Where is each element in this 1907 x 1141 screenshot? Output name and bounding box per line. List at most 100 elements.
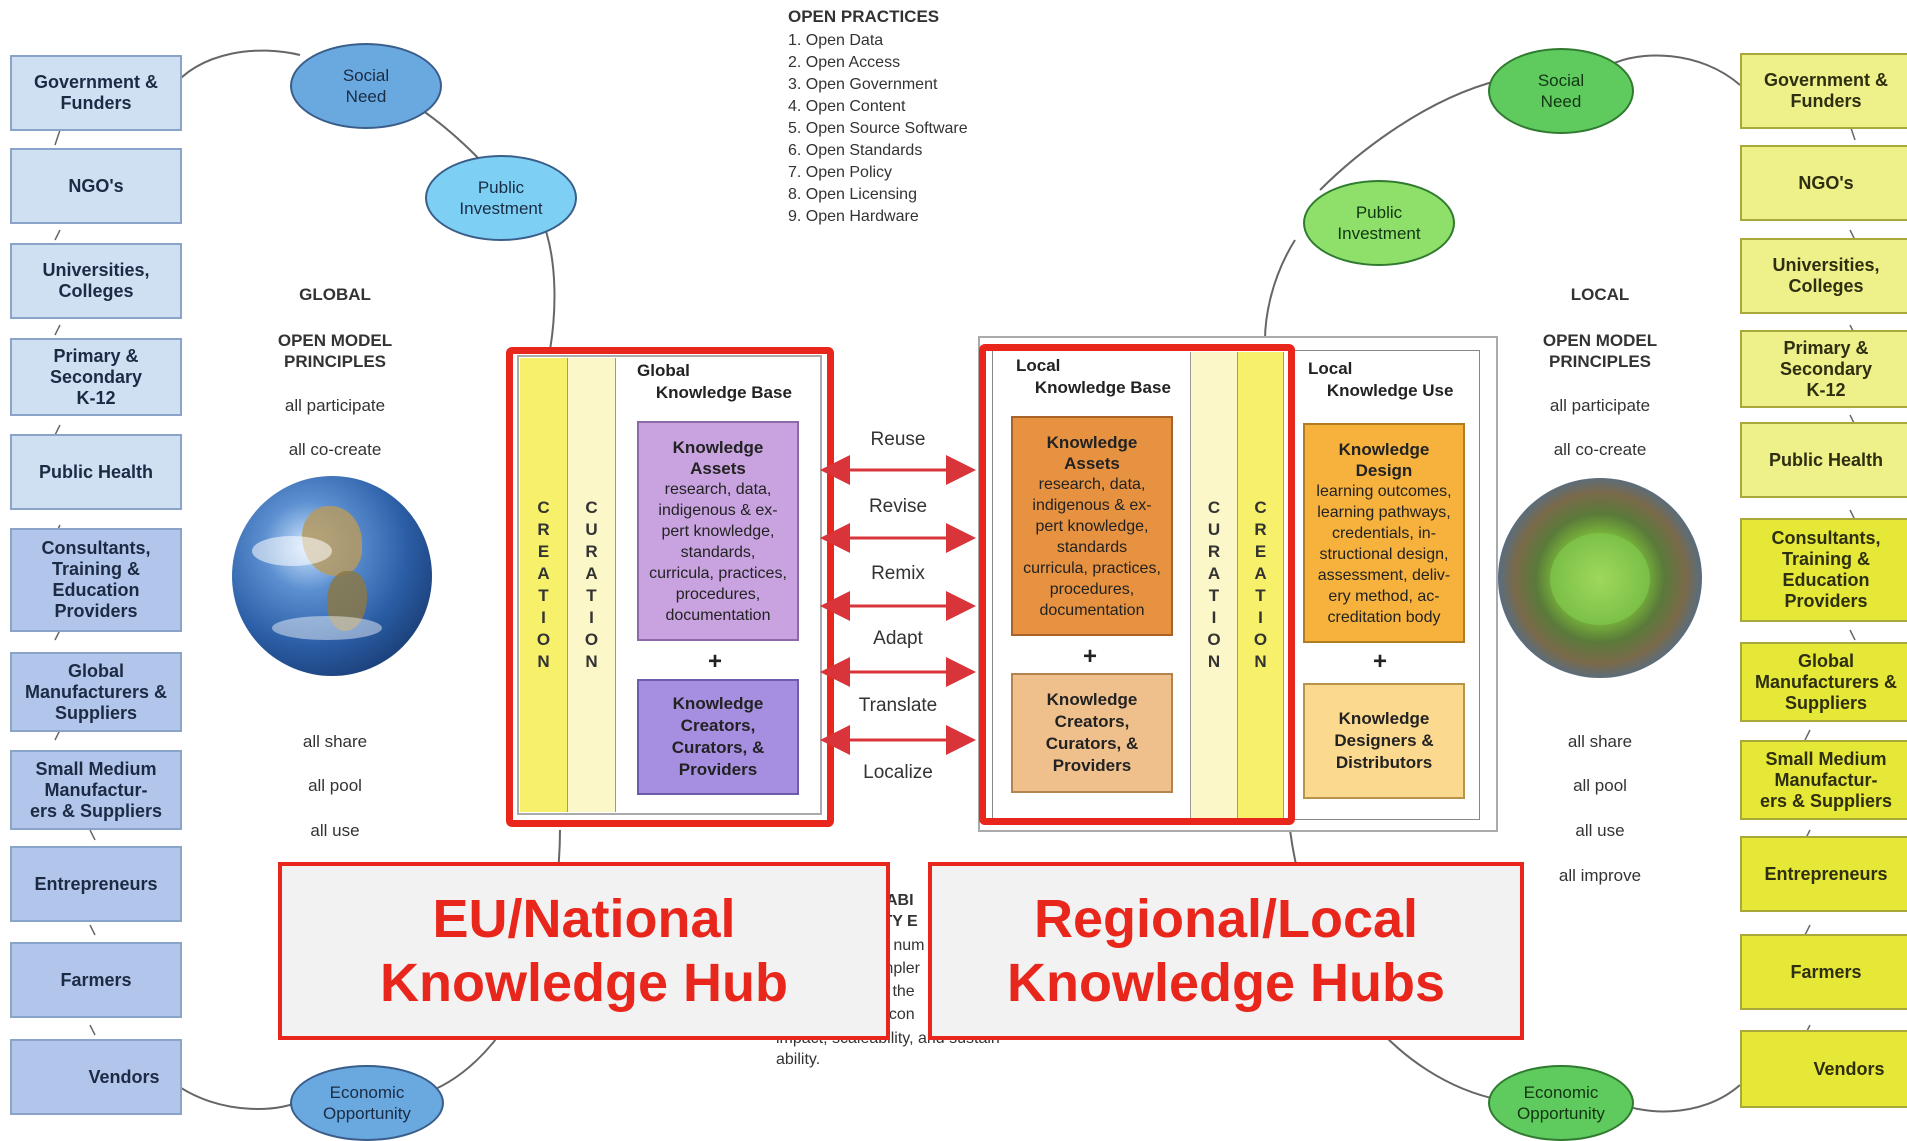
right-social-need-oval: Social Need <box>1488 48 1634 134</box>
knowledge-designers-box: Knowledge Designers & Distributors <box>1303 683 1465 799</box>
arrow-label-localize: Localize <box>863 762 933 783</box>
strip-letter: R <box>1207 542 1221 561</box>
strip-letter: U <box>1207 520 1221 539</box>
local-kb-title: Local Knowledge Base <box>1016 356 1171 397</box>
left-stakeholder-farmers: Farmers <box>10 942 182 1018</box>
right-stakeholder-farmers: Farmers <box>1740 934 1907 1010</box>
strip-letter: O <box>584 630 599 649</box>
strip-letter: O <box>1253 630 1268 649</box>
left-economic-opportunity-oval: Economic Opportunity <box>290 1065 444 1141</box>
right-stakeholder-consultants: Consultants, Training & Education Provid… <box>1740 518 1907 622</box>
global-principle: all co-create <box>288 440 382 459</box>
strip-letter: N <box>1254 652 1267 671</box>
local-principles-title: OPEN MODEL PRINCIPLES <box>1542 331 1658 371</box>
hidden-text-fragment: ABI <box>886 892 914 909</box>
hidden-text-fragment: mpler <box>880 960 921 977</box>
global-knowledge-creators-box: Knowledge Creators, Curators, & Provider… <box>637 679 799 795</box>
open-practice-item: 5. Open Source Software <box>788 120 968 137</box>
local-principle: all share <box>1567 732 1633 751</box>
tiny-planet-image <box>1498 478 1702 678</box>
local-use-title: Local Knowledge Use <box>1308 359 1454 400</box>
local-principle: all participate <box>1549 396 1651 415</box>
earth-globe-image <box>232 476 432 676</box>
right-stakeholder-universities: Universities, Colleges <box>1740 238 1907 314</box>
open-practice-item: 1. Open Data <box>788 32 884 49</box>
right-economic-opportunity-oval: Economic Opportunity <box>1488 1065 1634 1141</box>
right-stakeholder-small-medium: Small Medium Manufactur- ers & Suppliers <box>1740 740 1907 820</box>
right-stakeholder-k12: Primary & Secondary K-12 <box>1740 330 1907 408</box>
left-stakeholder-small-medium: Small Medium Manufactur- ers & Suppliers <box>10 750 182 830</box>
strip-letter: C <box>585 498 598 517</box>
strip-letter: T <box>1255 586 1266 605</box>
hidden-text-fragment: e num <box>880 937 925 954</box>
right-stakeholder-global-manufacturers: Global Manufacturers & Suppliers <box>1740 642 1907 722</box>
hidden-text-fragment: ability. <box>776 1051 821 1068</box>
strip-letter: I <box>589 608 594 627</box>
strip-letter: A <box>1254 564 1267 583</box>
open-practice-item: 8. Open Licensing <box>788 186 917 203</box>
strip-letter: C <box>1254 498 1267 517</box>
open-practice-item: 9. Open Hardware <box>788 208 919 225</box>
strip-letter: E <box>1254 542 1267 561</box>
open-practice-item: 6. Open Standards <box>788 142 923 159</box>
strip-letter: N <box>537 652 550 671</box>
regional-local-hub-label: Regional/Local Knowledge Hubs <box>928 862 1524 1040</box>
local-assets-title: Knowledge Assets <box>1046 432 1138 473</box>
left-stakeholder-entrepreneurs: Entrepreneurs <box>10 846 182 922</box>
strip-letter: N <box>1207 652 1221 671</box>
global-creators-title: Knowledge Creators, Curators, & Provider… <box>671 694 765 779</box>
local-knowledge-creators-box: Knowledge Creators, Curators, & Provider… <box>1011 673 1173 793</box>
global-principle: all participate <box>284 396 386 415</box>
local-plus: + <box>1083 643 1098 670</box>
local-use-plus: + <box>1373 648 1388 675</box>
strip-letter: E <box>537 542 550 561</box>
knowledge-design-box: Knowledge Design learning outcomes, lear… <box>1303 423 1465 643</box>
open-practice-item: 3. Open Government <box>788 76 938 93</box>
arrow-label-remix: Remix <box>871 563 925 584</box>
right-stakeholder-vendors: Vendors <box>1740 1030 1907 1108</box>
global-assets-title: Knowledge Assets <box>672 437 764 478</box>
open-practices-list: OPEN PRACTICES 1. Open Data 2. Open Acce… <box>788 6 1018 228</box>
strip-letter: U <box>585 520 598 539</box>
knowledge-design-title: Knowledge Design <box>1338 439 1430 480</box>
global-assets-body: research, data, indigenous & ex- pert kn… <box>649 480 787 624</box>
strip-letter: N <box>585 652 598 671</box>
global-principle: all use <box>310 821 360 840</box>
local-principle: all improve <box>1558 866 1642 885</box>
left-stakeholder-ngos: NGO's <box>10 148 182 224</box>
right-public-investment-oval: Public Investment <box>1303 180 1455 266</box>
left-stakeholder-public-health: Public Health <box>10 434 182 510</box>
knowledge-designers-title: Knowledge Designers & Distributors <box>1334 709 1434 772</box>
strip-letter: C <box>537 498 550 517</box>
global-principle: all pool <box>308 776 362 795</box>
left-stakeholder-universities: Universities, Colleges <box>10 243 182 319</box>
eu-hub-highlight-frame <box>506 347 834 827</box>
global-title: GLOBAL <box>299 285 371 304</box>
local-assets-body: research, data, indigenous & ex- pert kn… <box>1023 475 1161 619</box>
left-stakeholder-consultants: Consultants, Training & Education Provid… <box>10 528 182 632</box>
local-knowledge-assets-box: Knowledge Assets research, data, indigen… <box>1011 416 1173 636</box>
right-stakeholder-public-health: Public Health <box>1740 422 1907 498</box>
open-practice-item: 4. Open Content <box>788 98 906 115</box>
knowledge-design-body: learning outcomes, learning pathways, cr… <box>1316 482 1452 626</box>
local-principle: all co-create <box>1553 440 1647 459</box>
strip-letter: O <box>536 630 551 649</box>
strip-letter: C <box>1207 498 1221 517</box>
strip-letter: I <box>541 608 546 627</box>
global-knowledge-assets-box: Knowledge Assets research, data, indigen… <box>637 421 799 641</box>
local-principle: all pool <box>1573 776 1627 795</box>
right-stakeholder-government: Government & Funders <box>1740 53 1907 129</box>
strip-letter: R <box>537 520 550 539</box>
global-kb-title: Global Knowledge Base <box>637 361 792 402</box>
strip-letter: A <box>585 564 598 583</box>
arrow-label-revise: Revise <box>868 496 928 517</box>
strip-letter: R <box>1254 520 1267 539</box>
global-principle: all share <box>302 732 368 751</box>
strip-letter: I <box>1211 608 1217 627</box>
strip-letter: R <box>585 542 598 561</box>
left-social-need-oval: Social Need <box>290 43 442 129</box>
